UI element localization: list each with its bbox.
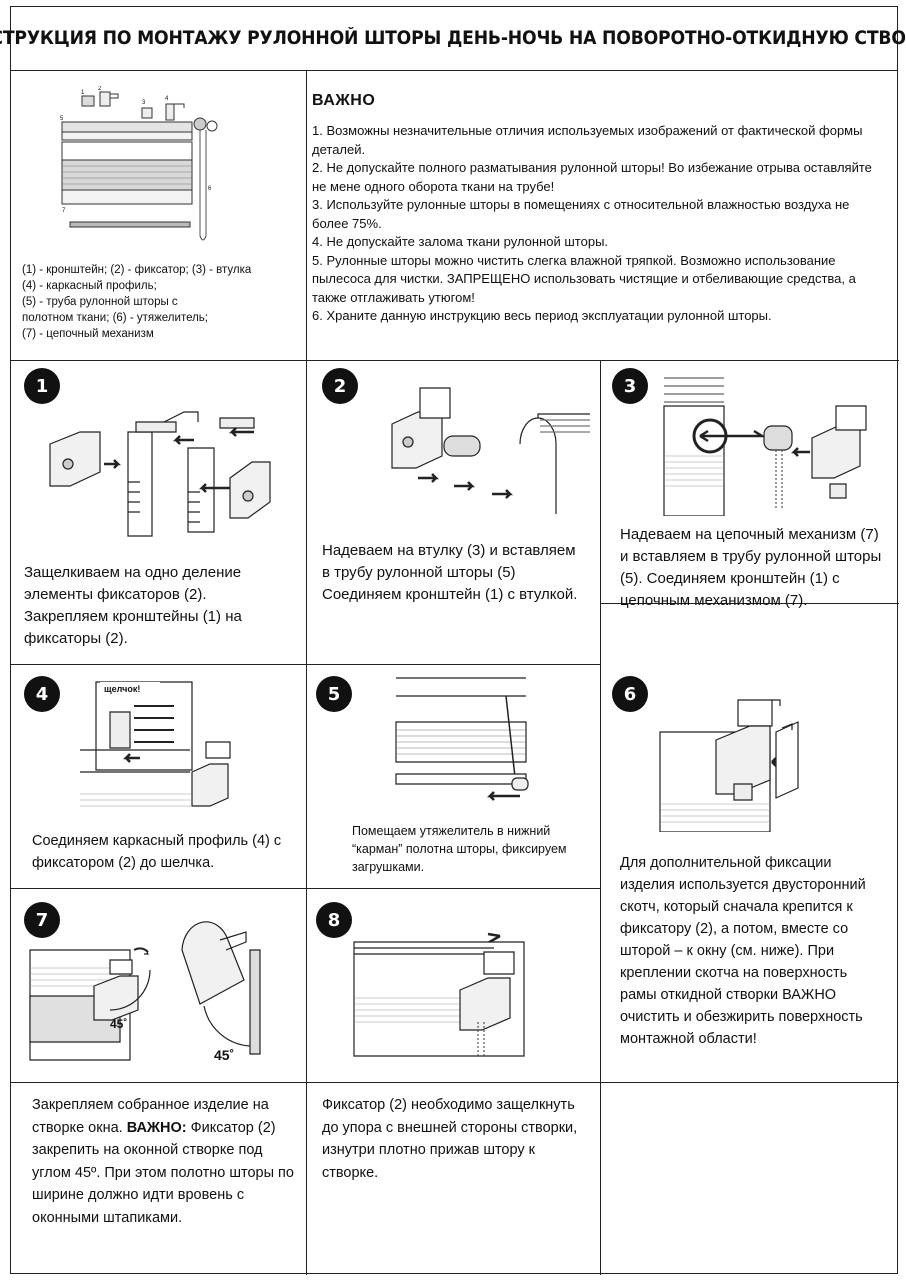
page-title: ИНСТРУКЦИЯ ПО МОНТАЖУ РУЛОННОЙ ШТОРЫ ДЕН… bbox=[0, 28, 906, 49]
step-1-cell bbox=[11, 361, 307, 665]
step-6-text: Для дополнительной фиксации изделия испо… bbox=[620, 855, 866, 1047]
step-5-illustration bbox=[380, 674, 580, 808]
step-1-illustration bbox=[44, 392, 284, 542]
step-3-number: 3 bbox=[612, 368, 648, 404]
step-2-text: Надеваем на втулку (3) и вставляем в тру… bbox=[322, 542, 578, 603]
step-4-number: 4 bbox=[24, 676, 60, 712]
legend-line: (1) - кронштейн; (2) - фиксатор; (3) - в… bbox=[22, 264, 252, 276]
step-5-text: Помещаем утяжелитель в нижний “карман” п… bbox=[352, 824, 567, 874]
callout-1: 1 bbox=[81, 90, 85, 96]
instruction-sheet: ИНСТРУКЦИЯ ПО МОНТАЖУ РУЛОННОЙ ШТОРЫ ДЕН… bbox=[0, 6, 906, 1275]
step-2-illustration bbox=[380, 384, 590, 514]
step-7-angle-large: 45˚ bbox=[214, 1047, 234, 1063]
parts-cell bbox=[11, 71, 307, 361]
important-item: 6. Храните данную инструкцию весь период… bbox=[312, 308, 772, 323]
step-8-figure-cell bbox=[307, 889, 601, 1083]
callout-4: 4 bbox=[165, 96, 169, 102]
callout-3: 3 bbox=[142, 100, 146, 106]
step-7-illustration: 45˚ 45˚ bbox=[24, 920, 284, 1063]
step-8-number: 8 bbox=[316, 902, 352, 938]
important-item: 2. Не допускайте полного разматывания ру… bbox=[312, 160, 872, 194]
callout-5: 5 bbox=[60, 116, 64, 122]
important-item: 1. Возможны незначительные отличия испол… bbox=[312, 123, 863, 157]
step-2-cell bbox=[307, 361, 601, 665]
step-8-text: Фиксатор (2) необходимо защелкнуть до уп… bbox=[322, 1097, 578, 1181]
callout-6: 6 bbox=[208, 186, 212, 192]
parts-legend: (1) - кронштейн; (2) - фиксатор; (3) - в… bbox=[22, 262, 292, 342]
step-4-text: Соединяем каркасный профиль (4) с фиксат… bbox=[32, 833, 282, 871]
important-item: 4. Не допускайте залома ткани рулонной ш… bbox=[312, 234, 609, 249]
click-label: щелчок! bbox=[104, 684, 140, 694]
step-1-number: 1 bbox=[24, 368, 60, 404]
step-8-illustration bbox=[350, 922, 530, 1062]
step-3-illustration bbox=[660, 376, 890, 516]
important-cell bbox=[307, 71, 899, 361]
step-6-number: 6 bbox=[612, 676, 648, 712]
step-8-text-cell bbox=[307, 1083, 601, 1275]
important-heading: ВАЖНО bbox=[312, 92, 376, 109]
step-6-illustration bbox=[658, 692, 808, 832]
step-6-cell bbox=[601, 603, 899, 1083]
step-7-figure-cell bbox=[11, 889, 307, 1083]
legend-line: (7) - цепочный механизм bbox=[22, 328, 154, 340]
step-4-cell bbox=[11, 665, 307, 889]
step-7-text-important: ВАЖНО: bbox=[126, 1119, 187, 1136]
important-item: 3. Используйте рулонные шторы в помещени… bbox=[312, 197, 850, 231]
step-7-text-part-1: Закрепляем собранное изделие на створке … bbox=[32, 1097, 269, 1136]
step-5-number: 5 bbox=[316, 676, 352, 712]
title-bar: ИНСТРУКЦИЯ ПО МОНТАЖУ РУЛОННОЙ ШТОРЫ ДЕН… bbox=[0, 7, 906, 71]
important-item: 5. Рулонные шторы можно чистить слегка в… bbox=[312, 252, 856, 305]
step-7-text-cell bbox=[11, 1083, 307, 1275]
important-list: 1. Возможны незначительные отличия испол… bbox=[312, 122, 872, 326]
step-3-text: Надеваем на цепочный механизм (7) и вста… bbox=[620, 526, 882, 609]
empty-cell bbox=[601, 1083, 899, 1275]
step-7-text: Закрепляем собранное изделие на створке … bbox=[32, 1094, 294, 1229]
step-4-illustration: щелчок! bbox=[70, 676, 290, 816]
legend-line: (5) - труба рулонной шторы с bbox=[22, 296, 178, 308]
legend-line: (4) - каркасный профиль; bbox=[22, 280, 157, 292]
parts-exploded-diagram: 1 2 3 4 5 6 7 bbox=[60, 86, 240, 256]
step-7-number: 7 bbox=[24, 902, 60, 938]
callout-2: 2 bbox=[98, 86, 102, 92]
step-2-number: 2 bbox=[322, 368, 358, 404]
step-1-text: Защелкиваем на одно деление элементы фик… bbox=[24, 564, 242, 647]
callout-7: 7 bbox=[62, 208, 66, 214]
step-7-text-part-2: Фиксатор (2) закрепить на оконной створк… bbox=[32, 1119, 294, 1226]
step-5-cell bbox=[307, 665, 601, 889]
step-7-angle-small: 45˚ bbox=[110, 1017, 127, 1031]
legend-line: полотном ткани; (6) - утяжелитель; bbox=[22, 312, 208, 324]
